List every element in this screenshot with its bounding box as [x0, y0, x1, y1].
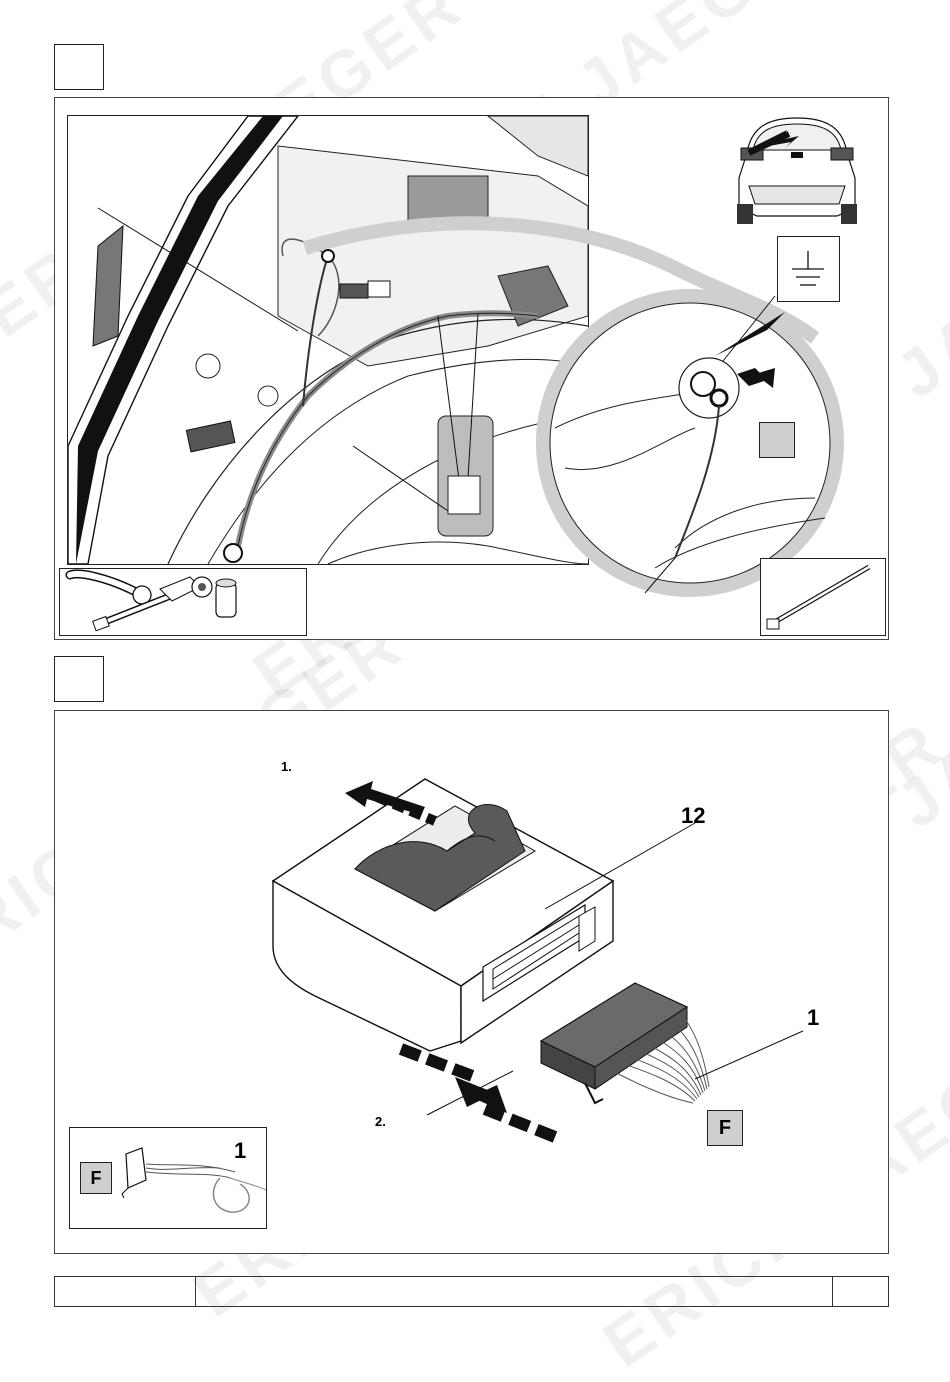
inset-connector-drawing: [70, 1128, 266, 1228]
car-rear-view-icon: [727, 108, 867, 228]
ground-symbol-icon: [778, 237, 839, 301]
step-number-box: [54, 44, 104, 90]
ground-symbol-box: [777, 236, 840, 302]
step-number-box: [54, 656, 104, 702]
footer-left-cell: [55, 1277, 196, 1306]
footer-right-cell: [832, 1277, 888, 1306]
connector-inset-box: 1 F: [69, 1127, 267, 1229]
cable-tie-icon: [761, 559, 885, 635]
step2-panel: 1. 2. 12 1 F: [54, 710, 889, 1254]
footer-bar: [54, 1276, 889, 1307]
tools-box: [59, 568, 307, 636]
cable-tie-box: [760, 558, 886, 636]
ground-point-badge: [759, 422, 795, 458]
step1-panel: [54, 97, 889, 640]
ratchet-socket-tools-icon: [60, 569, 306, 635]
